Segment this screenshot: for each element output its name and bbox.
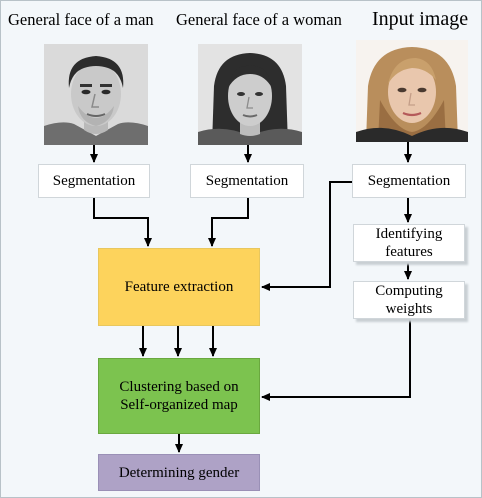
clustering-line2: Self-organized map — [120, 397, 238, 413]
computing-weights-box: Computing weights — [353, 281, 465, 319]
segmentation-man-box: Segmentation — [38, 164, 150, 198]
computing-weights-line1: Computing — [375, 283, 443, 299]
identifying-features-line2: features — [385, 244, 433, 260]
title-input: Input image — [372, 8, 469, 30]
identifying-features-line1: Identifying — [375, 226, 443, 242]
woman-face-photo — [198, 44, 302, 145]
man-face-photo — [44, 44, 148, 145]
title-woman: General face of a woman — [176, 10, 342, 29]
determining-gender-box: Determining gender — [98, 454, 260, 491]
identifying-features-box: Identifying features — [353, 224, 465, 262]
title-man: General face of a man — [8, 10, 154, 29]
input-face-photo — [356, 40, 468, 142]
feature-extraction-box: Feature extraction — [98, 248, 260, 326]
segmentation-input-box: Segmentation — [352, 164, 466, 198]
clustering-line1: Clustering based on — [119, 379, 239, 395]
clustering-box: Clustering based on Self-organized map — [98, 358, 260, 434]
computing-weights-line2: weights — [385, 301, 433, 317]
segmentation-woman-box: Segmentation — [190, 164, 304, 198]
